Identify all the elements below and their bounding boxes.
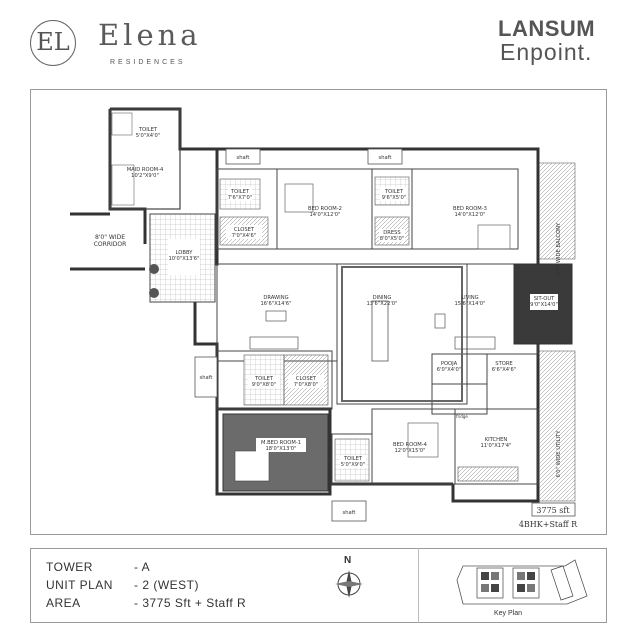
- shaft-label: shaft: [237, 155, 250, 161]
- info-value-unit-plan: - 2 (WEST): [134, 578, 199, 592]
- shaft-label: shaft: [200, 375, 213, 381]
- compass-icon: [335, 570, 363, 598]
- utility-balcony-area: [537, 350, 576, 502]
- armchair-icon: [434, 313, 446, 329]
- info-panel: [30, 548, 607, 623]
- kitchen-counter: [457, 466, 519, 482]
- compass-north-label: N: [344, 555, 352, 566]
- developer-name: LANSUM: [498, 16, 596, 41]
- info-divider: [418, 548, 419, 623]
- info-label-area: AREA: [46, 596, 81, 610]
- balcony-top-label: 6'0" WIDE BALCONY: [556, 222, 562, 275]
- brand-logo-circle: [30, 20, 76, 66]
- key-plan-diagram: [456, 559, 588, 605]
- bed-icon: [477, 224, 511, 250]
- area-badge-box: [531, 502, 576, 517]
- balcony-top-area: [537, 162, 576, 260]
- info-label-tower: TOWER: [46, 560, 93, 574]
- bed-icon: [284, 183, 314, 213]
- info-label-unit-plan: UNIT PLAN: [46, 578, 113, 592]
- info-value-area: - 3775 Sft + Staff R: [134, 596, 247, 610]
- plant-icon: [149, 264, 159, 274]
- tv-unit-icon: [265, 310, 287, 322]
- bed-icon: [407, 422, 439, 458]
- maid-block: [109, 108, 181, 210]
- brand-subtitle: RESIDENCES: [110, 59, 186, 66]
- sofa-icon: [454, 336, 496, 350]
- brand-monogram: EL: [36, 28, 70, 56]
- info-value-tower: - A: [134, 560, 151, 574]
- floor-plan-frame: [30, 89, 607, 535]
- dining-table-icon: [371, 300, 389, 362]
- developer-subtitle: Enpoint.: [500, 39, 593, 65]
- config-label: 4BHK+Staff R: [519, 520, 578, 529]
- key-plan-label: Key Plan: [494, 610, 523, 617]
- plant-icon: [149, 288, 159, 298]
- shaft-label: shaft: [379, 155, 392, 161]
- area-badge: 3775 sft: [536, 506, 570, 515]
- fridge-label: fridge: [456, 414, 468, 419]
- sofa-icon: [249, 336, 299, 350]
- bed-icon: [234, 450, 270, 482]
- shaft-label: shaft: [343, 510, 356, 516]
- brand-name: Elena: [98, 18, 202, 52]
- utility-balcony-label: 6'0" WIDE UTILITY: [556, 430, 562, 478]
